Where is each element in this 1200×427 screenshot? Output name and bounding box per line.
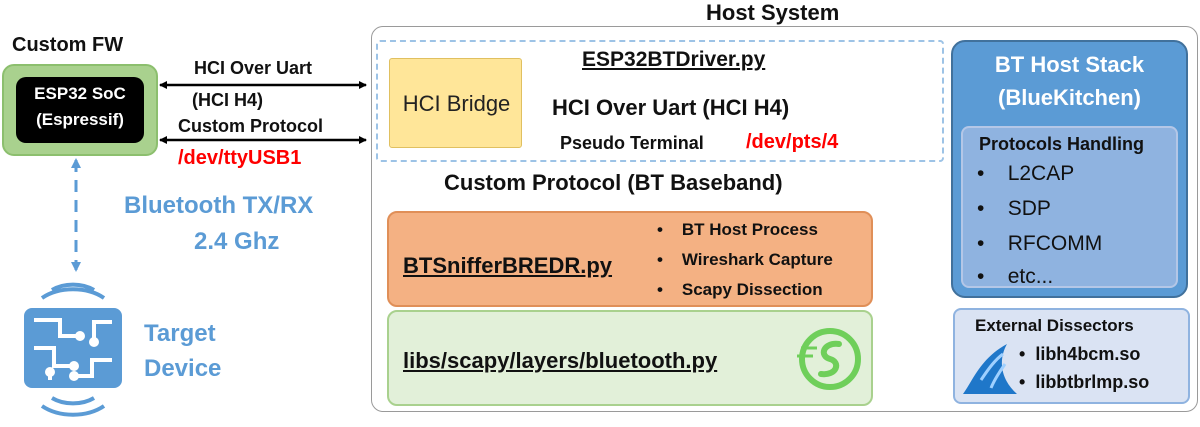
sniffer-bullet-text: Wireshark Capture — [681, 250, 833, 269]
hci-bridge-label: HCI Bridge — [402, 91, 511, 116]
host-system-title: Host System — [706, 0, 840, 25]
sniffer-bullet: • Scapy Dissection — [657, 280, 823, 299]
scapy-logo-icon — [797, 326, 863, 392]
bt-host-stack-box: BT Host Stack (BlueKitchen) Protocols Ha… — [951, 40, 1188, 298]
chip-vendor: (Espressif) — [36, 110, 124, 129]
custom-fw-box: ESP32 SoC (Espressif) — [2, 64, 158, 156]
sniffer-box: BTSnifferBREDR.py • BT Host Process • Wi… — [387, 211, 873, 307]
dissector-item-text: libh4bcm.so — [1035, 344, 1141, 364]
protocol-item: • RFCOMM — [977, 232, 1103, 255]
serial-port-label: /dev/ttyUSB1 — [178, 147, 302, 169]
protocol-item-text: L2CAP — [1007, 162, 1075, 185]
radio-label: Bluetooth TX/RX — [124, 192, 314, 219]
chip-name: ESP32 SoC — [34, 84, 126, 103]
custom-fw-title: Custom FW — [12, 34, 124, 56]
dissector-item: • libh4bcm.so — [1019, 344, 1141, 364]
protocols-box: Protocols Handling • L2CAP • SDP • RFCOM… — [961, 126, 1178, 288]
scapy-file-label: libs/scapy/layers/bluetooth.py — [403, 348, 718, 373]
target-device-label: Device — [144, 355, 222, 382]
hci-h4-label: (HCI H4) — [192, 90, 263, 110]
baseband-link-label: Custom Protocol (BT Baseband) — [444, 170, 783, 195]
stack-title: BT Host Stack — [994, 52, 1145, 77]
sniffer-bullet-text: BT Host Process — [681, 220, 818, 239]
wireshark-fin-icon — [959, 340, 1021, 396]
scapy-box: libs/scapy/layers/bluetooth.py — [387, 310, 873, 406]
target-label: Target — [144, 320, 216, 347]
sniffer-bullet-text: Scapy Dissection — [681, 280, 823, 299]
dissector-item-text: libbtbrlmp.so — [1035, 372, 1150, 392]
protocol-item-text: SDP — [1007, 197, 1051, 220]
protocols-title: Protocols Handling — [979, 134, 1145, 154]
protocol-item: • L2CAP — [977, 162, 1075, 185]
protocol-item: • SDP — [977, 197, 1051, 220]
pts-path-label: /dev/pts/4 — [746, 131, 839, 153]
dissector-item: • libbtbrlmp.so — [1019, 372, 1150, 392]
driver-box — [376, 40, 944, 162]
dissectors-title: External Dissectors — [975, 316, 1134, 335]
dissectors-box: External Dissectors • libh4bcm.so • libb… — [953, 308, 1190, 404]
driver-file-label: ESP32BTDriver.py — [582, 48, 766, 71]
hci-uart-label: HCI Over Uart — [194, 58, 313, 78]
hci-link-label: HCI Over Uart (HCI H4) — [552, 95, 790, 120]
protocol-item-text: RFCOMM — [1007, 232, 1103, 255]
sniffer-file-label: BTSnifferBREDR.py — [403, 253, 613, 278]
protocol-item-text: etc... — [1007, 265, 1054, 288]
pseudo-terminal-label: Pseudo Terminal — [560, 133, 704, 153]
target-device-icon — [14, 276, 132, 418]
radio-frequency-label: 2.4 Ghz — [194, 228, 280, 255]
sniffer-bullet: • BT Host Process — [657, 220, 818, 239]
sniffer-bullet: • Wireshark Capture — [657, 250, 833, 269]
hci-bridge-box: HCI Bridge — [389, 58, 522, 148]
custom-protocol-label: Custom Protocol — [178, 116, 324, 136]
stack-subtitle: (BlueKitchen) — [998, 85, 1141, 110]
protocol-item: • etc... — [977, 265, 1054, 288]
esp32-chip: ESP32 SoC (Espressif) — [16, 77, 144, 143]
